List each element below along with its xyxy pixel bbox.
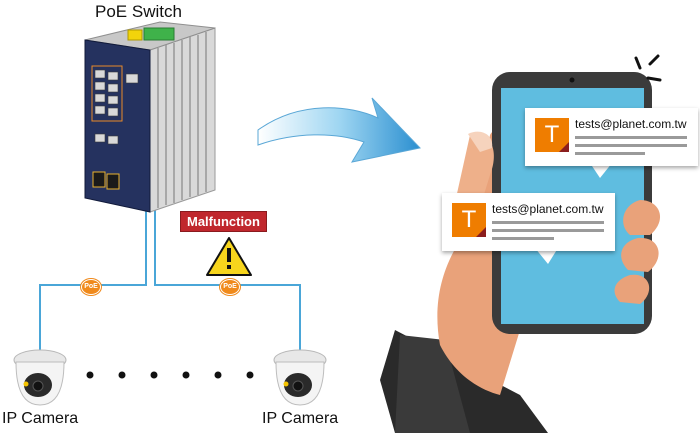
message-line <box>575 136 687 139</box>
avatar-corner-mark <box>476 227 486 237</box>
warning-icon <box>206 237 252 276</box>
ip-camera-right-icon <box>273 349 327 406</box>
email-notification-card: T tests@planet.com.tw <box>525 108 698 166</box>
poe-badge-left: PoE <box>81 279 101 295</box>
sender-email: tests@planet.com.tw <box>575 117 687 131</box>
ip-camera-left-icon <box>13 349 67 406</box>
message-line <box>492 221 604 224</box>
forward-arrow-icon <box>257 97 421 163</box>
sender-avatar-icon: T <box>535 118 569 152</box>
camera-label-left: IP Camera <box>2 410 79 427</box>
camera-label-right: IP Camera <box>262 410 339 427</box>
ellipsis-dots <box>86 371 254 379</box>
ringing-icon <box>634 54 662 82</box>
sender-email: tests@planet.com.tw <box>492 202 604 216</box>
message-line <box>575 144 687 147</box>
malfunction-badge: Malfunction <box>180 211 267 232</box>
switch-title: PoE Switch <box>95 2 182 21</box>
message-line <box>492 229 604 232</box>
message-line <box>575 152 645 155</box>
poe-badge-right: PoE <box>220 279 240 295</box>
poe-switch-device <box>84 21 216 213</box>
avatar-corner-mark <box>559 142 569 152</box>
message-line <box>492 237 554 240</box>
email-notification-card: T tests@planet.com.tw <box>442 193 615 251</box>
